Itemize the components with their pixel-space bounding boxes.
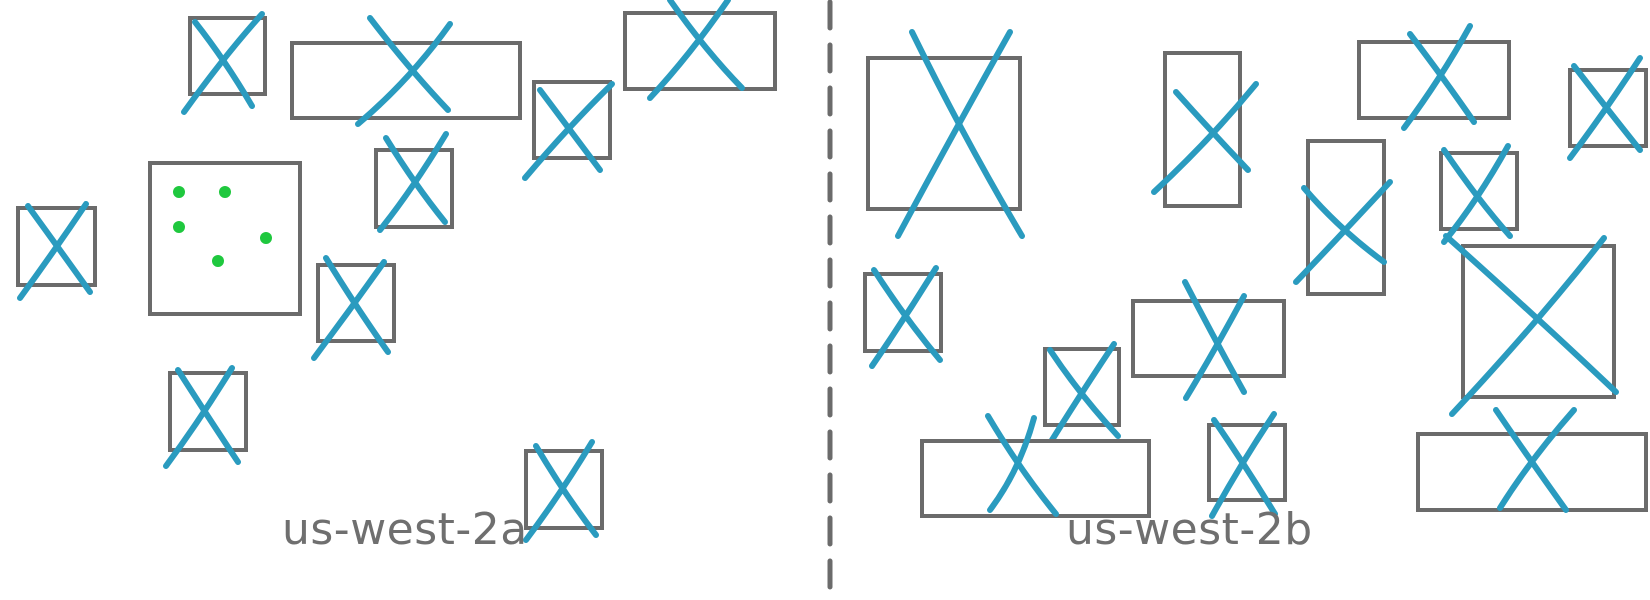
instance-box-crossed xyxy=(1439,143,1519,245)
task-dot xyxy=(173,186,185,198)
zone-us-west-2b xyxy=(863,23,1648,519)
instance-box-crossed xyxy=(1567,55,1648,161)
instance-box-active xyxy=(148,161,302,316)
instance-box-crossed xyxy=(863,265,943,369)
task-dot xyxy=(212,255,224,267)
zone-label-us-west-2b: us-west-2b xyxy=(1066,504,1313,555)
instance-box-crossed xyxy=(163,365,248,469)
instance-box-crossed xyxy=(16,201,97,301)
instance-box-crossed xyxy=(1207,411,1287,519)
instance-box-crossed xyxy=(1131,279,1286,401)
instance-box-crossed xyxy=(523,439,604,543)
zone-label-us-west-2a: us-west-2a xyxy=(282,504,528,555)
zone-us-west-2a xyxy=(16,0,777,543)
task-dot xyxy=(173,221,185,233)
instance-box-crossed xyxy=(1443,233,1619,417)
instance-box-crossed xyxy=(1416,407,1648,513)
instance-box-crossed xyxy=(623,0,777,101)
instance-box-crossed xyxy=(522,80,615,181)
instance-box-crossed xyxy=(374,131,454,233)
task-dot xyxy=(260,232,272,244)
instance-box-crossed xyxy=(290,15,522,127)
instance-box-crossed xyxy=(866,29,1025,239)
instance-box-crossed xyxy=(920,413,1151,518)
instance-box-crossed xyxy=(1293,139,1393,296)
instance-box-crossed xyxy=(1151,51,1259,208)
task-dot xyxy=(219,186,231,198)
instance-box-crossed xyxy=(1043,341,1121,443)
instance-box-crossed xyxy=(181,11,267,115)
instance-box-crossed xyxy=(311,255,396,361)
instance-box-crossed xyxy=(1357,23,1511,131)
